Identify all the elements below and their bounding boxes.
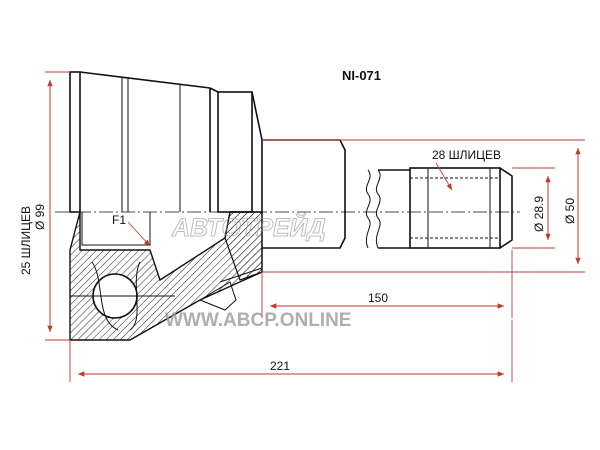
brand-watermark: АВТОТРЕЙД	[171, 212, 326, 242]
length-total-label: 221	[270, 359, 290, 373]
housing-outline	[69, 71, 263, 213]
dim-diameter-shaft	[512, 167, 555, 249]
dim-length-shaft	[261, 250, 513, 318]
diameter-outer-label: Ø 99	[33, 204, 47, 230]
right-splines-leader	[435, 162, 453, 191]
left-splines-label: 25 ШЛИЦЕВ	[19, 206, 33, 275]
dim-diameter-seat	[262, 139, 585, 273]
spline-section	[409, 167, 513, 249]
length-shaft-label: 150	[368, 291, 388, 305]
dim-diameter-outer	[45, 71, 70, 341]
feature-label: F1	[112, 213, 126, 227]
feature-leader	[127, 221, 151, 247]
part-number: NI-071	[342, 68, 381, 83]
housing-section	[69, 211, 263, 341]
dim-length-total	[69, 320, 513, 382]
diameter-shaft-label: Ø 28.9	[532, 196, 546, 232]
site-watermark: WWW.ABCP.ONLINE	[165, 310, 351, 331]
right-splines-label: 28 ШЛИЦЕВ	[432, 148, 501, 162]
diameter-seat-label: Ø 50	[563, 198, 577, 224]
